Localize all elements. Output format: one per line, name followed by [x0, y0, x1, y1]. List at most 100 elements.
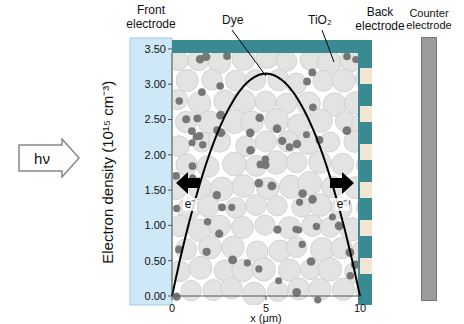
dye-molecule — [228, 204, 235, 211]
dye-molecule — [216, 82, 224, 90]
tio2-label: TiO₂ — [308, 14, 332, 27]
y-tick-label: 1.00 — [145, 219, 166, 231]
tio2-particle — [286, 237, 307, 258]
y-tick — [168, 190, 172, 191]
y-tick-label: 3.50 — [145, 43, 166, 55]
dye-molecule — [296, 199, 303, 206]
dye-molecule — [246, 129, 255, 138]
back-electrode-side — [358, 53, 372, 305]
back-electrode-gap — [360, 258, 372, 274]
dye-molecule — [308, 195, 317, 204]
tio2-particle — [255, 215, 275, 235]
x-axis-title: x (μm) — [250, 312, 281, 324]
density-curve — [172, 74, 360, 296]
y-tick — [168, 296, 172, 297]
dye-molecule — [292, 288, 301, 297]
tio2-particle — [173, 89, 188, 109]
electron-label: e⁻ — [183, 198, 198, 211]
counter-electrode: Counter electrode — [422, 38, 436, 300]
dye-molecule — [198, 88, 206, 96]
dye-molecule — [298, 189, 307, 198]
dye-molecule — [189, 139, 196, 146]
photon-arrow: hν — [18, 138, 80, 178]
tio2-particle — [176, 239, 197, 260]
back-electrode-gap — [360, 144, 372, 160]
dye-molecule — [308, 69, 316, 77]
dye-molecule — [342, 126, 351, 135]
tio2-particle — [357, 197, 358, 219]
y-tick-label: 3.00 — [145, 78, 166, 90]
back-electrode-top — [172, 40, 372, 53]
x-tick — [172, 296, 173, 300]
tio2-particle — [318, 257, 342, 281]
x-tick — [360, 296, 361, 300]
y-axis-title: Electron density (10¹⁵ cm⁻³) — [100, 81, 117, 264]
dye-molecule — [267, 181, 276, 190]
y-tick-label: 1.50 — [145, 184, 166, 196]
dye-molecule — [193, 114, 201, 122]
dye-molecule — [196, 55, 204, 63]
y-tick — [168, 119, 172, 120]
tio2-particle — [223, 152, 247, 176]
electron-arrow-left — [176, 172, 200, 194]
tio2-particle — [332, 153, 354, 175]
dye-molecule — [314, 296, 321, 303]
dye-molecule — [347, 272, 354, 279]
dye-molecule — [173, 172, 180, 180]
tio2-particle — [255, 131, 276, 152]
y-tick-label: 0.50 — [145, 255, 166, 267]
dye-molecule — [292, 226, 299, 233]
dye-molecule — [246, 146, 255, 155]
dye-molecule — [307, 257, 315, 265]
dye-molecule — [329, 213, 336, 220]
photon-label: hν — [22, 150, 62, 167]
dye-molecule — [257, 161, 265, 169]
tio2-particle — [181, 280, 201, 300]
tio2-particle — [232, 175, 255, 198]
tio2-particle — [187, 53, 209, 71]
tio2-particle — [267, 196, 287, 216]
tio2-particle — [268, 281, 288, 301]
tio2-particle — [309, 194, 332, 217]
tio2-leader — [322, 30, 334, 62]
x-tick-label: 10 — [354, 302, 366, 314]
tio2-particle — [222, 236, 245, 259]
tio2-particle — [344, 92, 358, 114]
y-axis — [172, 53, 173, 296]
tio2-particle — [355, 68, 358, 89]
y-tick — [168, 260, 172, 261]
y-tick — [168, 154, 172, 155]
dye-molecule — [173, 205, 180, 212]
dye-molecule — [195, 132, 203, 140]
dye-molecule — [313, 223, 320, 230]
tio2-particle — [199, 236, 222, 259]
tio2-particle — [173, 53, 188, 71]
tio2-particle — [226, 198, 247, 219]
dye-label: Dye — [222, 14, 243, 27]
dye-molecule — [213, 191, 221, 199]
dye-molecule — [309, 104, 317, 112]
back-electrode-column — [358, 53, 372, 305]
dye-molecule — [254, 179, 263, 188]
y-tick-label: 2.00 — [145, 149, 166, 161]
dye-molecule — [203, 248, 211, 256]
dye-molecule — [175, 97, 183, 105]
photon-arrow-outline — [19, 139, 79, 177]
dye-molecule — [278, 137, 286, 145]
tio2-particle — [357, 154, 358, 176]
electrode-heading: Front electrode — [121, 4, 181, 32]
dye-molecule — [273, 124, 282, 133]
tio2-particle — [173, 136, 189, 157]
dye-molecule — [275, 277, 282, 284]
x-tick — [266, 296, 267, 300]
tio2-particle — [276, 53, 297, 71]
back-electrode-gap — [360, 182, 372, 198]
dye-molecule — [199, 141, 207, 149]
electron-arrow-right — [330, 172, 354, 194]
dye-molecule — [273, 225, 281, 233]
dye-molecule — [303, 77, 311, 85]
dye-molecule — [215, 230, 223, 238]
dye-molecule — [189, 162, 197, 170]
y-tick-label: 2.50 — [145, 113, 166, 125]
tio2-particle — [265, 109, 289, 133]
